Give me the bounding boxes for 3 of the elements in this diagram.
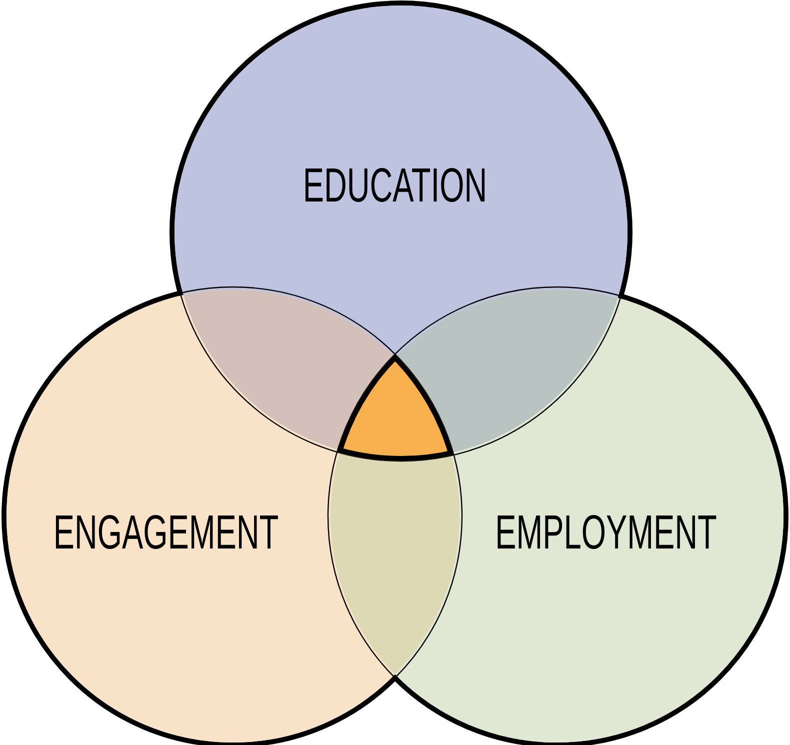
circle-label: EDUCATION (306, 168, 485, 202)
circle-label: EMPLOYMENT (498, 515, 716, 549)
circle-label: ENGAGEMENT (56, 515, 278, 549)
